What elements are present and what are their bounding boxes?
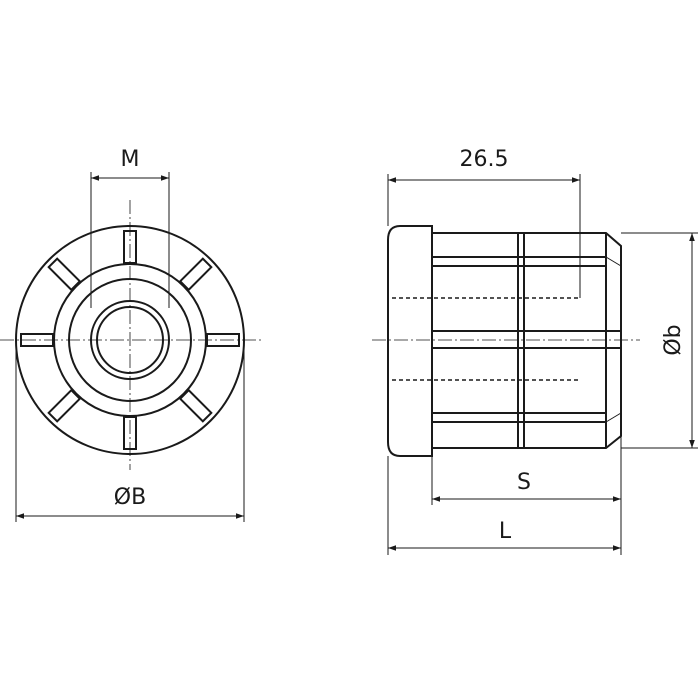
- b-label: ØB: [114, 485, 146, 510]
- rib: [123, 230, 137, 264]
- front-view: M ØB: [0, 147, 262, 522]
- rib: [178, 257, 213, 292]
- bottom-fin-taper: [605, 412, 622, 423]
- body-outline: [432, 232, 622, 449]
- rib: [178, 388, 213, 423]
- rib: [206, 333, 240, 347]
- flange-cap: [387, 225, 433, 457]
- s-label: S: [517, 470, 531, 495]
- radial-ribs: [20, 230, 240, 450]
- l-label: L: [499, 519, 512, 544]
- b-small-label: Øb: [661, 324, 686, 355]
- rib: [123, 416, 137, 450]
- rib: [20, 333, 54, 347]
- rib: [47, 257, 82, 292]
- dim265-label: 26.5: [460, 147, 509, 172]
- side-view: 26.5 Øb S L: [372, 147, 698, 555]
- rib: [47, 388, 82, 423]
- m-label: M: [121, 147, 140, 172]
- top-fin-taper: [605, 256, 622, 267]
